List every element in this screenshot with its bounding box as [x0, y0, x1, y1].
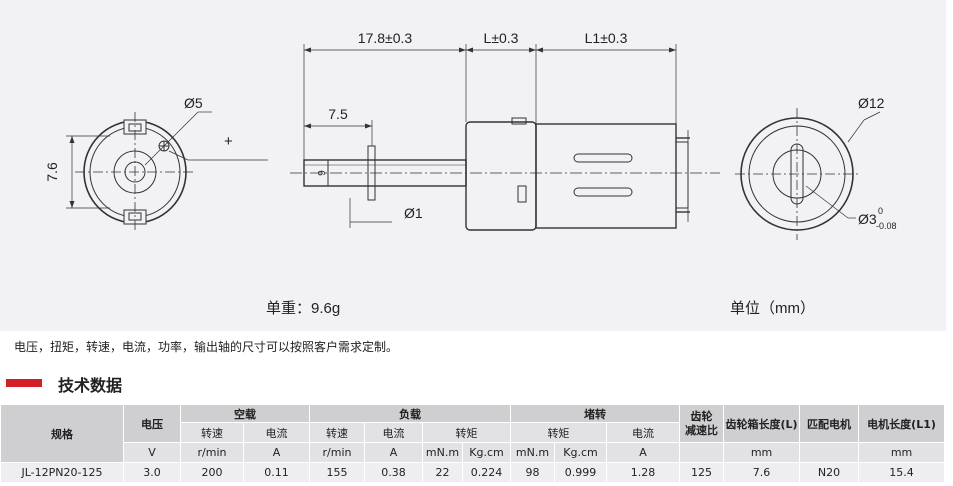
dim-shaft-diameter: Ø1 — [404, 205, 423, 221]
cell-ratio: 125 — [679, 462, 725, 483]
unit-label: 单位（mm） — [730, 300, 815, 317]
header-model: 规格 — [0, 404, 124, 463]
dim-shaft-length: 7.5 — [328, 106, 348, 122]
header-stall-current: 电流 — [605, 422, 681, 443]
cell-load-torque-kgcm: 0.224 — [462, 462, 511, 483]
unit-load-torque-kgcm: Kg.cm — [462, 442, 511, 463]
technical-drawing: 17.8±0.3 L±0.3 L1±0.3 7.5 Ø1 Ø5 7.6 + 6 … — [44, 30, 897, 317]
unit-load-torque-mnm: mN.m — [422, 442, 463, 463]
header-stall: 堵转 — [509, 404, 681, 423]
shaft-flat-mark: 6 — [315, 170, 326, 176]
cell-stall-torque-mnm: 98 — [510, 462, 555, 483]
customization-note: 电压，扭矩，转速，电流，功率，输出轴的尺寸可以按照客户需求定制。 — [14, 340, 399, 354]
section-title: 技术数据 — [58, 376, 123, 395]
cell-motor: N20 — [799, 462, 860, 483]
dim-top-1: 17.8±0.3 — [358, 30, 413, 46]
dim-left-height: 7.6 — [44, 162, 60, 182]
dim-right-tolerance-upper: 0 — [878, 206, 883, 216]
cell-load-torque-mnm: 22 — [422, 462, 463, 483]
unit-voltage: V — [123, 442, 181, 463]
header-motor-length: 电机长度(L1) — [858, 404, 946, 443]
header-noload: 空载 — [180, 404, 310, 423]
header-gearbox-length: 齿轮箱长度(L) — [723, 404, 801, 443]
dim-right-small-diameter: Ø3 — [858, 211, 877, 227]
unit-stall-torque-kgcm: Kg.cm — [554, 442, 607, 463]
unit-noload-speed: r/min — [180, 442, 244, 463]
table-row: JL-12PN20-125 3.0 200 0.11 155 0.38 22 0… — [0, 462, 946, 483]
cell-noload-current: 0.11 — [243, 462, 310, 483]
unit-motor-length: mm — [858, 442, 946, 463]
cell-voltage: 3.0 — [123, 462, 181, 483]
weight-label: 单重：9.6g — [266, 300, 340, 317]
drawing-panel: 17.8±0.3 L±0.3 L1±0.3 7.5 Ø1 Ø5 7.6 + 6 … — [0, 0, 946, 331]
header-noload-current: 电流 — [243, 422, 310, 443]
unit-load-current: A — [364, 442, 423, 463]
header-load: 负载 — [309, 404, 511, 423]
cell-motor-length: 15.4 — [858, 462, 946, 483]
section-accent-bar — [6, 379, 42, 387]
unit-load-speed: r/min — [309, 442, 365, 463]
unit-stall-current: A — [605, 442, 681, 463]
header-noload-speed: 转速 — [180, 422, 244, 443]
unit-noload-current: A — [243, 442, 310, 463]
cell-load-speed: 155 — [309, 462, 365, 483]
dim-top-2: L±0.3 — [484, 30, 519, 46]
unit-stall-torque-mnm: mN.m — [510, 442, 555, 463]
header-load-speed: 转速 — [309, 422, 365, 443]
cell-noload-speed: 200 — [180, 462, 244, 483]
cell-gearbox-length: 7.6 — [723, 462, 801, 483]
cell-stall-torque-kgcm: 0.999 — [554, 462, 607, 483]
unit-ratio — [679, 442, 725, 463]
header-load-current: 电流 — [364, 422, 423, 443]
header-stall-torque: 转矩 — [510, 422, 607, 443]
dim-left-diameter: Ø5 — [184, 95, 203, 111]
cell-model: JL-12PN20-125 — [0, 462, 124, 483]
plus-sign: + — [224, 133, 233, 150]
spec-table: 规格 电压 空载 负载 堵转 齿轮 减速比 齿轮箱长度(L) 匹配电机 电机长度… — [0, 404, 946, 483]
dim-right-tolerance-lower: -0.08 — [876, 221, 897, 231]
dim-top-3: L1±0.3 — [585, 30, 628, 46]
section-header: 技术数据 — [0, 372, 400, 395]
header-motor: 匹配电机 — [799, 404, 860, 443]
header-load-torque: 转矩 — [422, 422, 511, 443]
cell-stall-current: 1.28 — [605, 462, 681, 483]
unit-gearbox-length: mm — [723, 442, 801, 463]
unit-motor — [799, 442, 860, 463]
header-voltage: 电压 — [123, 404, 181, 443]
dim-right-diameter: Ø12 — [858, 95, 885, 111]
cell-load-current: 0.38 — [364, 462, 423, 483]
header-ratio: 齿轮 减速比 — [679, 404, 725, 443]
